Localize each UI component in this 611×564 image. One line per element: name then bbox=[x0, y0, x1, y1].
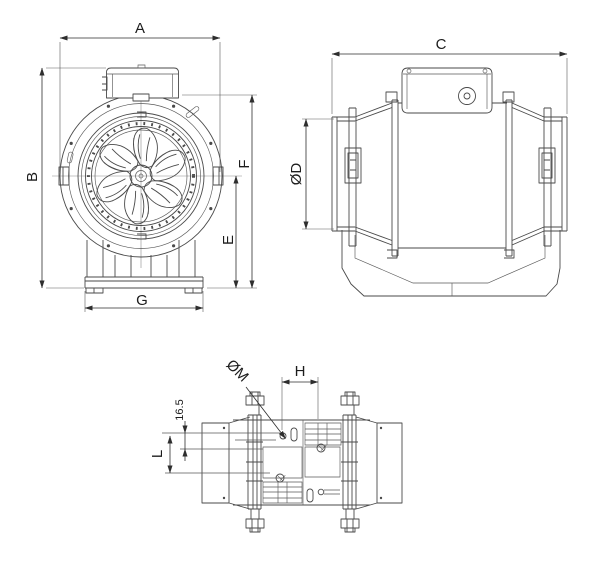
dim-duct-diameter-d: ØD bbox=[288, 118, 334, 230]
dim-foot-width-g: G bbox=[84, 291, 204, 312]
duct-spigots bbox=[331, 116, 568, 232]
bracket-plate bbox=[162, 420, 342, 505]
dim-label-165: 16.5 bbox=[174, 399, 186, 420]
dim-label-f: F bbox=[236, 159, 253, 168]
hub bbox=[129, 164, 153, 188]
conduit-entry bbox=[102, 76, 108, 91]
dim-top-to-base-f: F bbox=[182, 94, 257, 289]
dim-label-b: B bbox=[24, 172, 41, 182]
dim-length-c: C bbox=[331, 36, 568, 114]
clamp-bands bbox=[344, 107, 556, 247]
dim-hole-offset-h: H bbox=[281, 363, 319, 430]
clamp-bands-plan bbox=[246, 414, 358, 510]
dim-label-l: L bbox=[149, 450, 166, 458]
dim-label-e: E bbox=[220, 235, 237, 245]
side-mount-tabs bbox=[58, 111, 224, 240]
junction-box-side bbox=[401, 67, 493, 114]
cable-gland bbox=[458, 87, 476, 105]
leader-line bbox=[245, 386, 286, 439]
dim-axis-to-base-e: E bbox=[220, 175, 239, 289]
dim-mount-hole-m: ØM bbox=[223, 356, 286, 439]
front-view: A B F E G bbox=[24, 20, 257, 312]
mounting-feet bbox=[86, 240, 196, 277]
fan-housing-rings bbox=[59, 94, 223, 258]
duct-rib-ring bbox=[87, 122, 195, 230]
flange-slot bbox=[66, 151, 74, 164]
dim-width-a: A bbox=[59, 20, 221, 172]
clamp-bolt-stacks bbox=[245, 391, 360, 533]
dim-hole-spacing-l: L bbox=[149, 435, 173, 474]
body-outline bbox=[228, 416, 378, 510]
box-screw bbox=[482, 68, 488, 74]
dim-label-c: C bbox=[436, 36, 447, 53]
body-flange-bands bbox=[385, 91, 515, 259]
cone-transitions bbox=[354, 102, 545, 246]
mounting-slot bbox=[290, 427, 298, 442]
base-channel bbox=[84, 276, 204, 294]
impeller bbox=[94, 124, 188, 228]
dim-label-m: ØM bbox=[223, 356, 252, 385]
plate-screws bbox=[275, 443, 327, 496]
side-view: C ØD bbox=[288, 36, 568, 297]
junction-box-front bbox=[102, 64, 179, 99]
mounting-bracket-inner bbox=[354, 235, 546, 296]
mounting-bracket bbox=[341, 230, 561, 297]
flange-top-notch bbox=[132, 93, 150, 102]
dim-label-d: ØD bbox=[288, 163, 305, 186]
dim-label-a: A bbox=[135, 20, 145, 37]
dim-label-h: H bbox=[295, 363, 306, 380]
bottom-view: H ØM 16.5 L bbox=[149, 356, 403, 533]
mounting-slot bbox=[306, 488, 314, 503]
flange-slot bbox=[185, 106, 200, 118]
dim-edge-offset: 16.5 bbox=[174, 399, 188, 461]
box-screw bbox=[406, 68, 412, 74]
dim-height-b: B bbox=[24, 67, 106, 289]
flange-corner-screws bbox=[222, 426, 383, 500]
dim-label-g: G bbox=[136, 292, 148, 309]
